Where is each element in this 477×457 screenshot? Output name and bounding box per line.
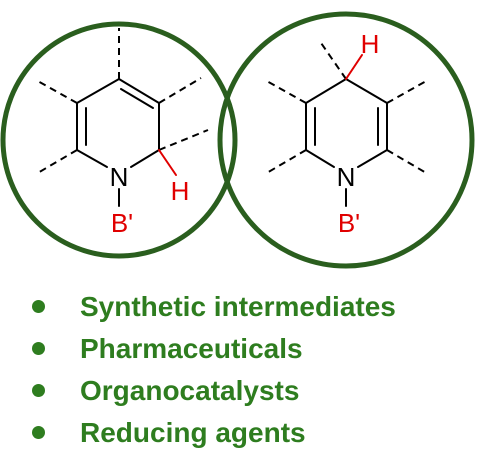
applications-list: Synthetic intermediates Pharmaceuticals … [0, 286, 477, 454]
right-bond-c3-c4 [305, 78, 347, 104]
right-bond-c6-n [357, 149, 388, 168]
left-nitrogen-label: N [110, 162, 129, 192]
list-item: Synthetic intermediates [0, 286, 477, 328]
right-hydrogen-label: H [361, 29, 380, 59]
right-dash-upper-right [386, 79, 429, 104]
right-bond-c4-c5 [345, 78, 388, 104]
right-nitrogen-label: N [337, 162, 356, 192]
left-dash-upper-right [158, 77, 202, 104]
left-dashed-bonds [35, 28, 209, 175]
bullet-text: Organocatalysts [80, 375, 300, 406]
bullet-dot-icon [32, 300, 45, 313]
bullet-text: Reducing agents [80, 417, 306, 448]
bullet-dot-icon [32, 426, 45, 439]
bullet-text: Synthetic intermediates [80, 291, 396, 322]
right-dash-top-left [318, 39, 347, 80]
left-hydrogen-label: H [171, 176, 190, 206]
right-dash-lower-right [386, 149, 429, 175]
right-h-bond [345, 54, 363, 80]
bullet-text: Pharmaceuticals [80, 333, 303, 364]
left-bond-c4-c5 [118, 78, 160, 104]
right-ring-bonds [305, 78, 388, 207]
right-circle [217, 11, 475, 269]
dihydropyridine-scheme: N B' H N B' H [0, 11, 475, 269]
list-item: Pharmaceuticals [0, 328, 477, 370]
right-substituent-label: B' [338, 208, 360, 238]
left-structure-group: N B' H [0, 21, 238, 259]
left-dash-upper-left [35, 79, 78, 104]
right-dashed-bonds [264, 39, 429, 175]
left-bond-c4-c5-inner [120, 88, 154, 109]
left-dash-lower-left [35, 149, 78, 175]
left-bond-n-c2 [76, 149, 108, 168]
right-dash-lower-left [264, 149, 307, 175]
left-ring-bonds [76, 78, 160, 207]
bullet-dot-icon [32, 342, 45, 355]
right-structure-group: N B' H [217, 11, 475, 269]
left-h-bond [158, 149, 177, 176]
list-item: Reducing agents [0, 412, 477, 454]
left-circle [0, 21, 238, 259]
bullet-dot-icon [32, 384, 45, 397]
left-substituent-label: B' [111, 208, 133, 238]
right-bond-n-c2 [305, 149, 335, 168]
list-item: Organocatalysts [0, 370, 477, 412]
right-dash-upper-left [264, 79, 307, 104]
left-bond-c3-c4 [76, 78, 120, 104]
left-bond-c6-n [130, 149, 160, 168]
left-dash-lower-right [158, 129, 209, 151]
